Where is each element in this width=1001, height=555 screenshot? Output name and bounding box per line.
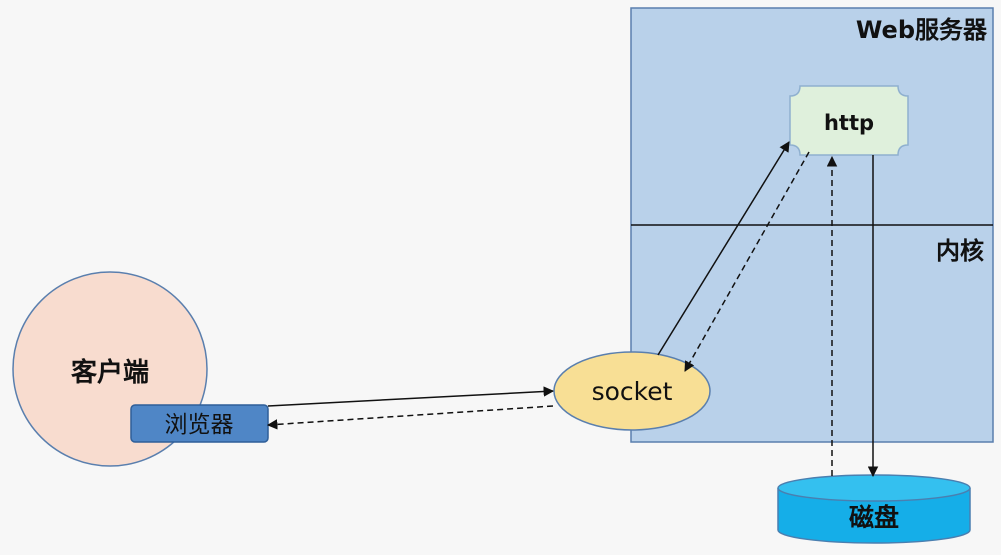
kernel-label: 内核 <box>936 237 984 265</box>
client-label: 客户端 <box>71 357 149 388</box>
http-label: http <box>824 111 874 135</box>
arrow-socket-to-browser <box>266 405 554 430</box>
disk-node: 磁盘 <box>777 474 971 544</box>
arrow-socket-to-http <box>657 141 790 356</box>
socket-node: socket <box>553 351 711 431</box>
web-server-title: Web服务器 <box>856 16 988 44</box>
socket-label: socket <box>592 377 673 406</box>
browser-node: 浏览器 <box>130 404 269 443</box>
disk-label: 磁盘 <box>849 503 899 532</box>
browser-label: 浏览器 <box>165 412 234 438</box>
arrow-browser-to-socket <box>267 386 555 407</box>
arrow-http-to-socket <box>684 151 810 372</box>
http-node: http <box>789 85 909 156</box>
